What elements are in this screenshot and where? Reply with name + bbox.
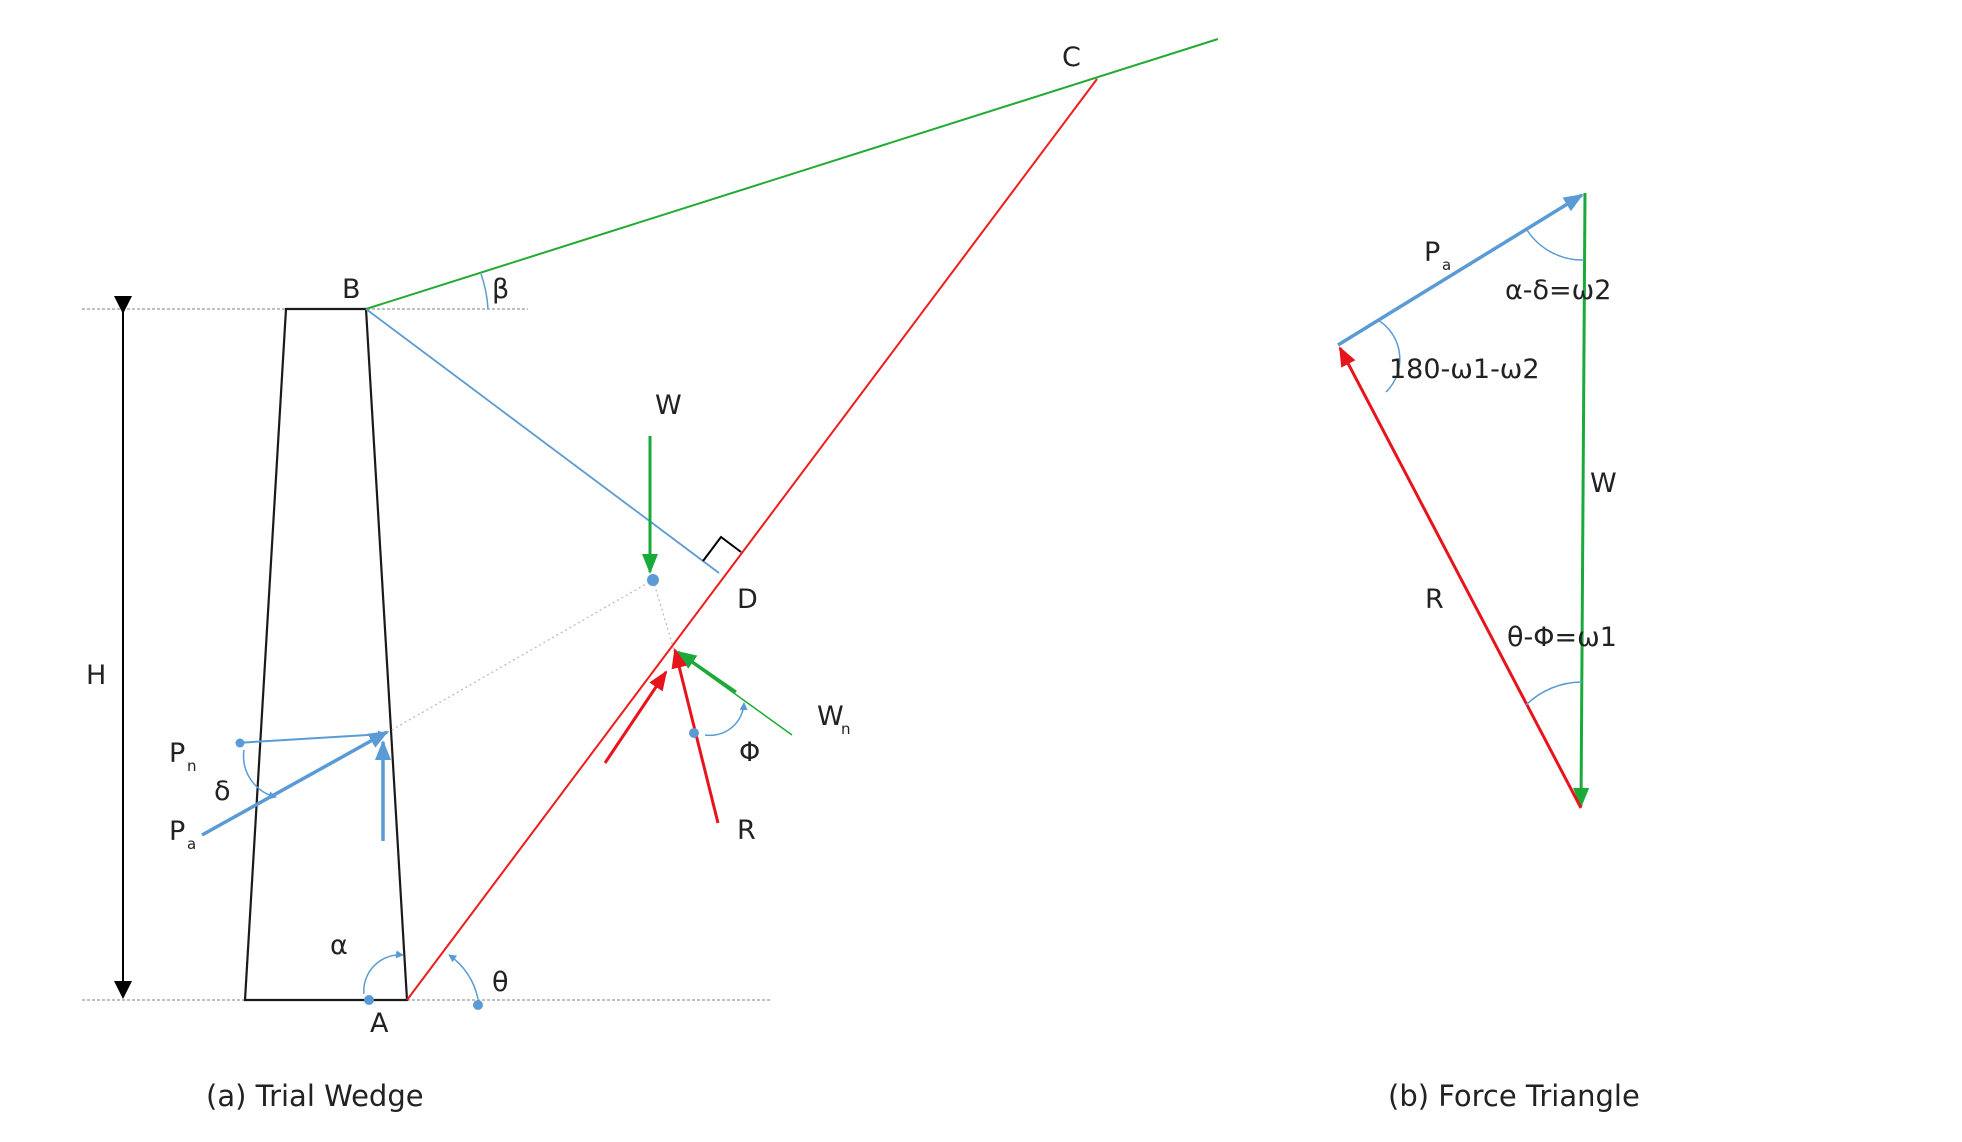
theta-label: θ [492,967,509,998]
pn-label-sub: n [187,757,197,775]
weight-label: W [655,390,682,421]
phi-angle-arc [704,702,748,737]
theta-vertex-point [473,1000,483,1010]
normal-force-arrow [676,650,737,694]
pa-label-sub: a [187,835,196,853]
retaining-wall [243,307,409,1002]
beta-label: β [492,274,509,305]
wn-label-main: W [817,701,844,732]
triangle-left-angle-arc [1377,319,1401,393]
triangle-reaction-label: R [1425,584,1444,615]
triangle-top-angle-arc [1526,229,1585,261]
weight-line-of-action-guide [652,579,675,651]
triangle-angle-left-label: 180-ω1-ω2 [1389,354,1540,385]
triangle-bottom-angle-arc [1525,681,1583,706]
delta-label: δ [214,776,231,807]
theta-angle-arc [448,954,479,1000]
pa-line-of-action-guide [382,579,654,736]
perpendicular-line-bd [365,308,720,574]
alpha-label: α [330,930,348,961]
shear-force-arrow [603,670,668,764]
triangle-reaction-vector [1338,346,1583,809]
reaction-point [689,728,699,738]
reaction-label: R [737,815,756,846]
point-label-b: B [342,274,361,305]
alpha-vertex-point [364,995,374,1005]
right-angle-marker [702,535,742,562]
triangle-pa-vector [1337,193,1584,347]
point-label-a: A [370,1008,389,1039]
triangle-weight-label: W [1590,468,1617,499]
trial-wedge-caption: (a) Trial Wedge [206,1079,424,1113]
delta-angle-arc [242,749,277,800]
triangle-angle-bottom-label: θ-Φ=ω1 [1507,622,1617,653]
point-label-d: D [737,584,758,615]
triangle-pa-label-main: P [1424,237,1440,268]
alpha-angle-arc [363,950,404,995]
trial-wedge-diagram: H W W n Φ R [82,38,1219,1113]
force-triangle-diagram: P a W R α-δ=ω2 180-ω1-ω2 θ-Φ=ω1 (b) Forc… [1337,192,1640,1113]
failure-plane-line [406,78,1098,1001]
force-triangle-caption: (b) Force Triangle [1388,1079,1640,1113]
phi-label: Φ [739,737,760,768]
triangle-pa-label-sub: a [1442,256,1451,274]
triangle-weight-vector [1573,192,1590,808]
beta-angle-arc [480,273,489,310]
pn-normal-force-arrow [235,730,386,744]
pn-start-point [235,738,245,748]
triangle-angle-top-label: α-δ=ω2 [1505,275,1611,306]
wn-label-sub: n [841,720,851,738]
pn-label-main: P [169,738,185,769]
point-label-c: C [1062,42,1081,73]
height-label: H [86,660,106,691]
active-pressure-pa-arrow [201,730,389,837]
wedge-centroid-point [647,574,659,586]
backfill-surface-line [365,38,1219,310]
pa-label-main: P [169,816,185,847]
